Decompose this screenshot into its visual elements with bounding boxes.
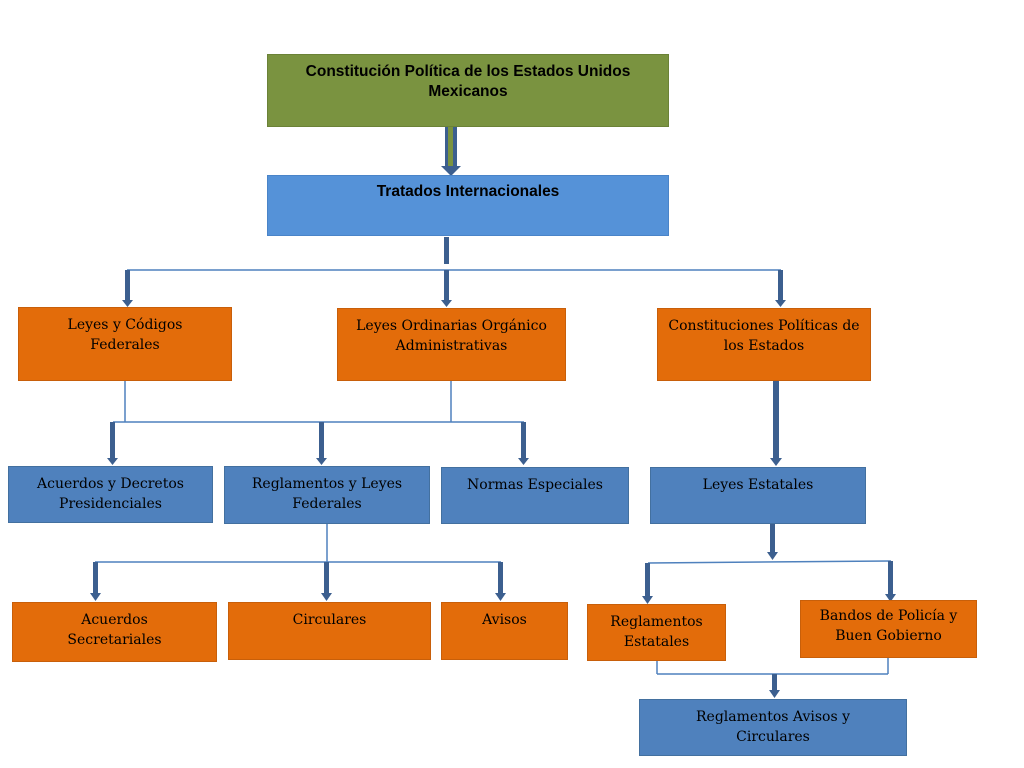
- box-tratados: Tratados Internacionales: [267, 175, 669, 236]
- box-reglamentos-avisos-circulares: Reglamentos Avisos y Circulares: [639, 699, 907, 756]
- box-leyes-codigos: Leyes y Códigos Federales: [18, 307, 232, 381]
- arrow-to-constituciones-estados: [775, 270, 786, 307]
- box-reglamentos-avisos-circulares-label: Reglamentos Avisos y Circulares: [696, 709, 850, 745]
- box-circulares-label: Circulares: [292, 612, 367, 628]
- arrow-to-reglamentos-estatales: [642, 563, 653, 604]
- arrow-to-circulares: [321, 562, 332, 601]
- arrow-to-reglamentos-avisos-circulares: [769, 674, 780, 698]
- arrow-to-leyes-ordinarias: [441, 270, 452, 307]
- box-reglamentos-estatales-label: Reglamentos Estatales: [610, 614, 703, 650]
- arrow-constitucion-tratados: [441, 126, 461, 176]
- box-tratados-label: Tratados Internacionales: [376, 183, 560, 200]
- arrow-to-leyes-estatales: [770, 381, 782, 466]
- box-leyes-estatales: Leyes Estatales: [650, 467, 866, 524]
- box-leyes-ordinarias: Leyes Ordinarias Orgánico Administrativa…: [337, 308, 566, 381]
- connector-level3-right: [647, 560, 892, 564]
- box-constituciones-estados: Constituciones Políticas de los Estados: [657, 308, 871, 381]
- box-acuerdos-secretariales-label: Acuerdos Secretariales: [67, 612, 162, 648]
- arrow-to-reglamentos-leyes-federales: [316, 422, 327, 465]
- arrow-to-normas-especiales: [518, 422, 529, 465]
- box-reglamentos-leyes-federales: Reglamentos y Leyes Federales: [224, 466, 430, 524]
- arrow-to-bandos-policia: [885, 561, 896, 602]
- arrow-tratados-down: [444, 237, 449, 264]
- box-normas-especiales-label: Normas Especiales: [467, 477, 603, 493]
- arrow-to-acuerdos-secretariales: [90, 562, 101, 601]
- arrow-to-leyes-codigos: [122, 270, 133, 307]
- box-avisos-label: Avisos: [482, 612, 527, 628]
- box-leyes-codigos-label: Leyes y Códigos Federales: [67, 317, 183, 353]
- box-leyes-ordinarias-label: Leyes Ordinarias Orgánico Administrativa…: [356, 318, 547, 354]
- box-constitucion: Constitución Política de los Estados Uni…: [267, 54, 669, 127]
- box-reglamentos-leyes-federales-label: Reglamentos y Leyes Federales: [251, 476, 403, 512]
- box-bandos-policia-label: Bandos de Policía y Buen Gobierno: [819, 608, 958, 644]
- box-reglamentos-estatales: Reglamentos Estatales: [587, 604, 726, 661]
- box-constitucion-label: Constitución Política de los Estados Uni…: [305, 63, 631, 100]
- box-circulares: Circulares: [228, 602, 431, 660]
- box-bandos-policia: Bandos de Policía y Buen Gobierno: [800, 600, 977, 658]
- arrow-leyes-estatales-down: [767, 524, 778, 560]
- box-normas-especiales: Normas Especiales: [441, 467, 629, 524]
- box-leyes-estatales-label: Leyes Estatales: [702, 477, 814, 493]
- box-acuerdos-decretos-label: Acuerdos y Decretos Presidenciales: [37, 476, 184, 512]
- box-acuerdos-decretos: Acuerdos y Decretos Presidenciales: [8, 466, 213, 523]
- box-constituciones-estados-label: Constituciones Políticas de los Estados: [668, 318, 860, 354]
- box-avisos: Avisos: [441, 602, 568, 660]
- arrow-to-acuerdos-decretos: [107, 422, 118, 465]
- box-acuerdos-secretariales: Acuerdos Secretariales: [12, 602, 217, 662]
- arrow-to-avisos: [495, 562, 506, 601]
